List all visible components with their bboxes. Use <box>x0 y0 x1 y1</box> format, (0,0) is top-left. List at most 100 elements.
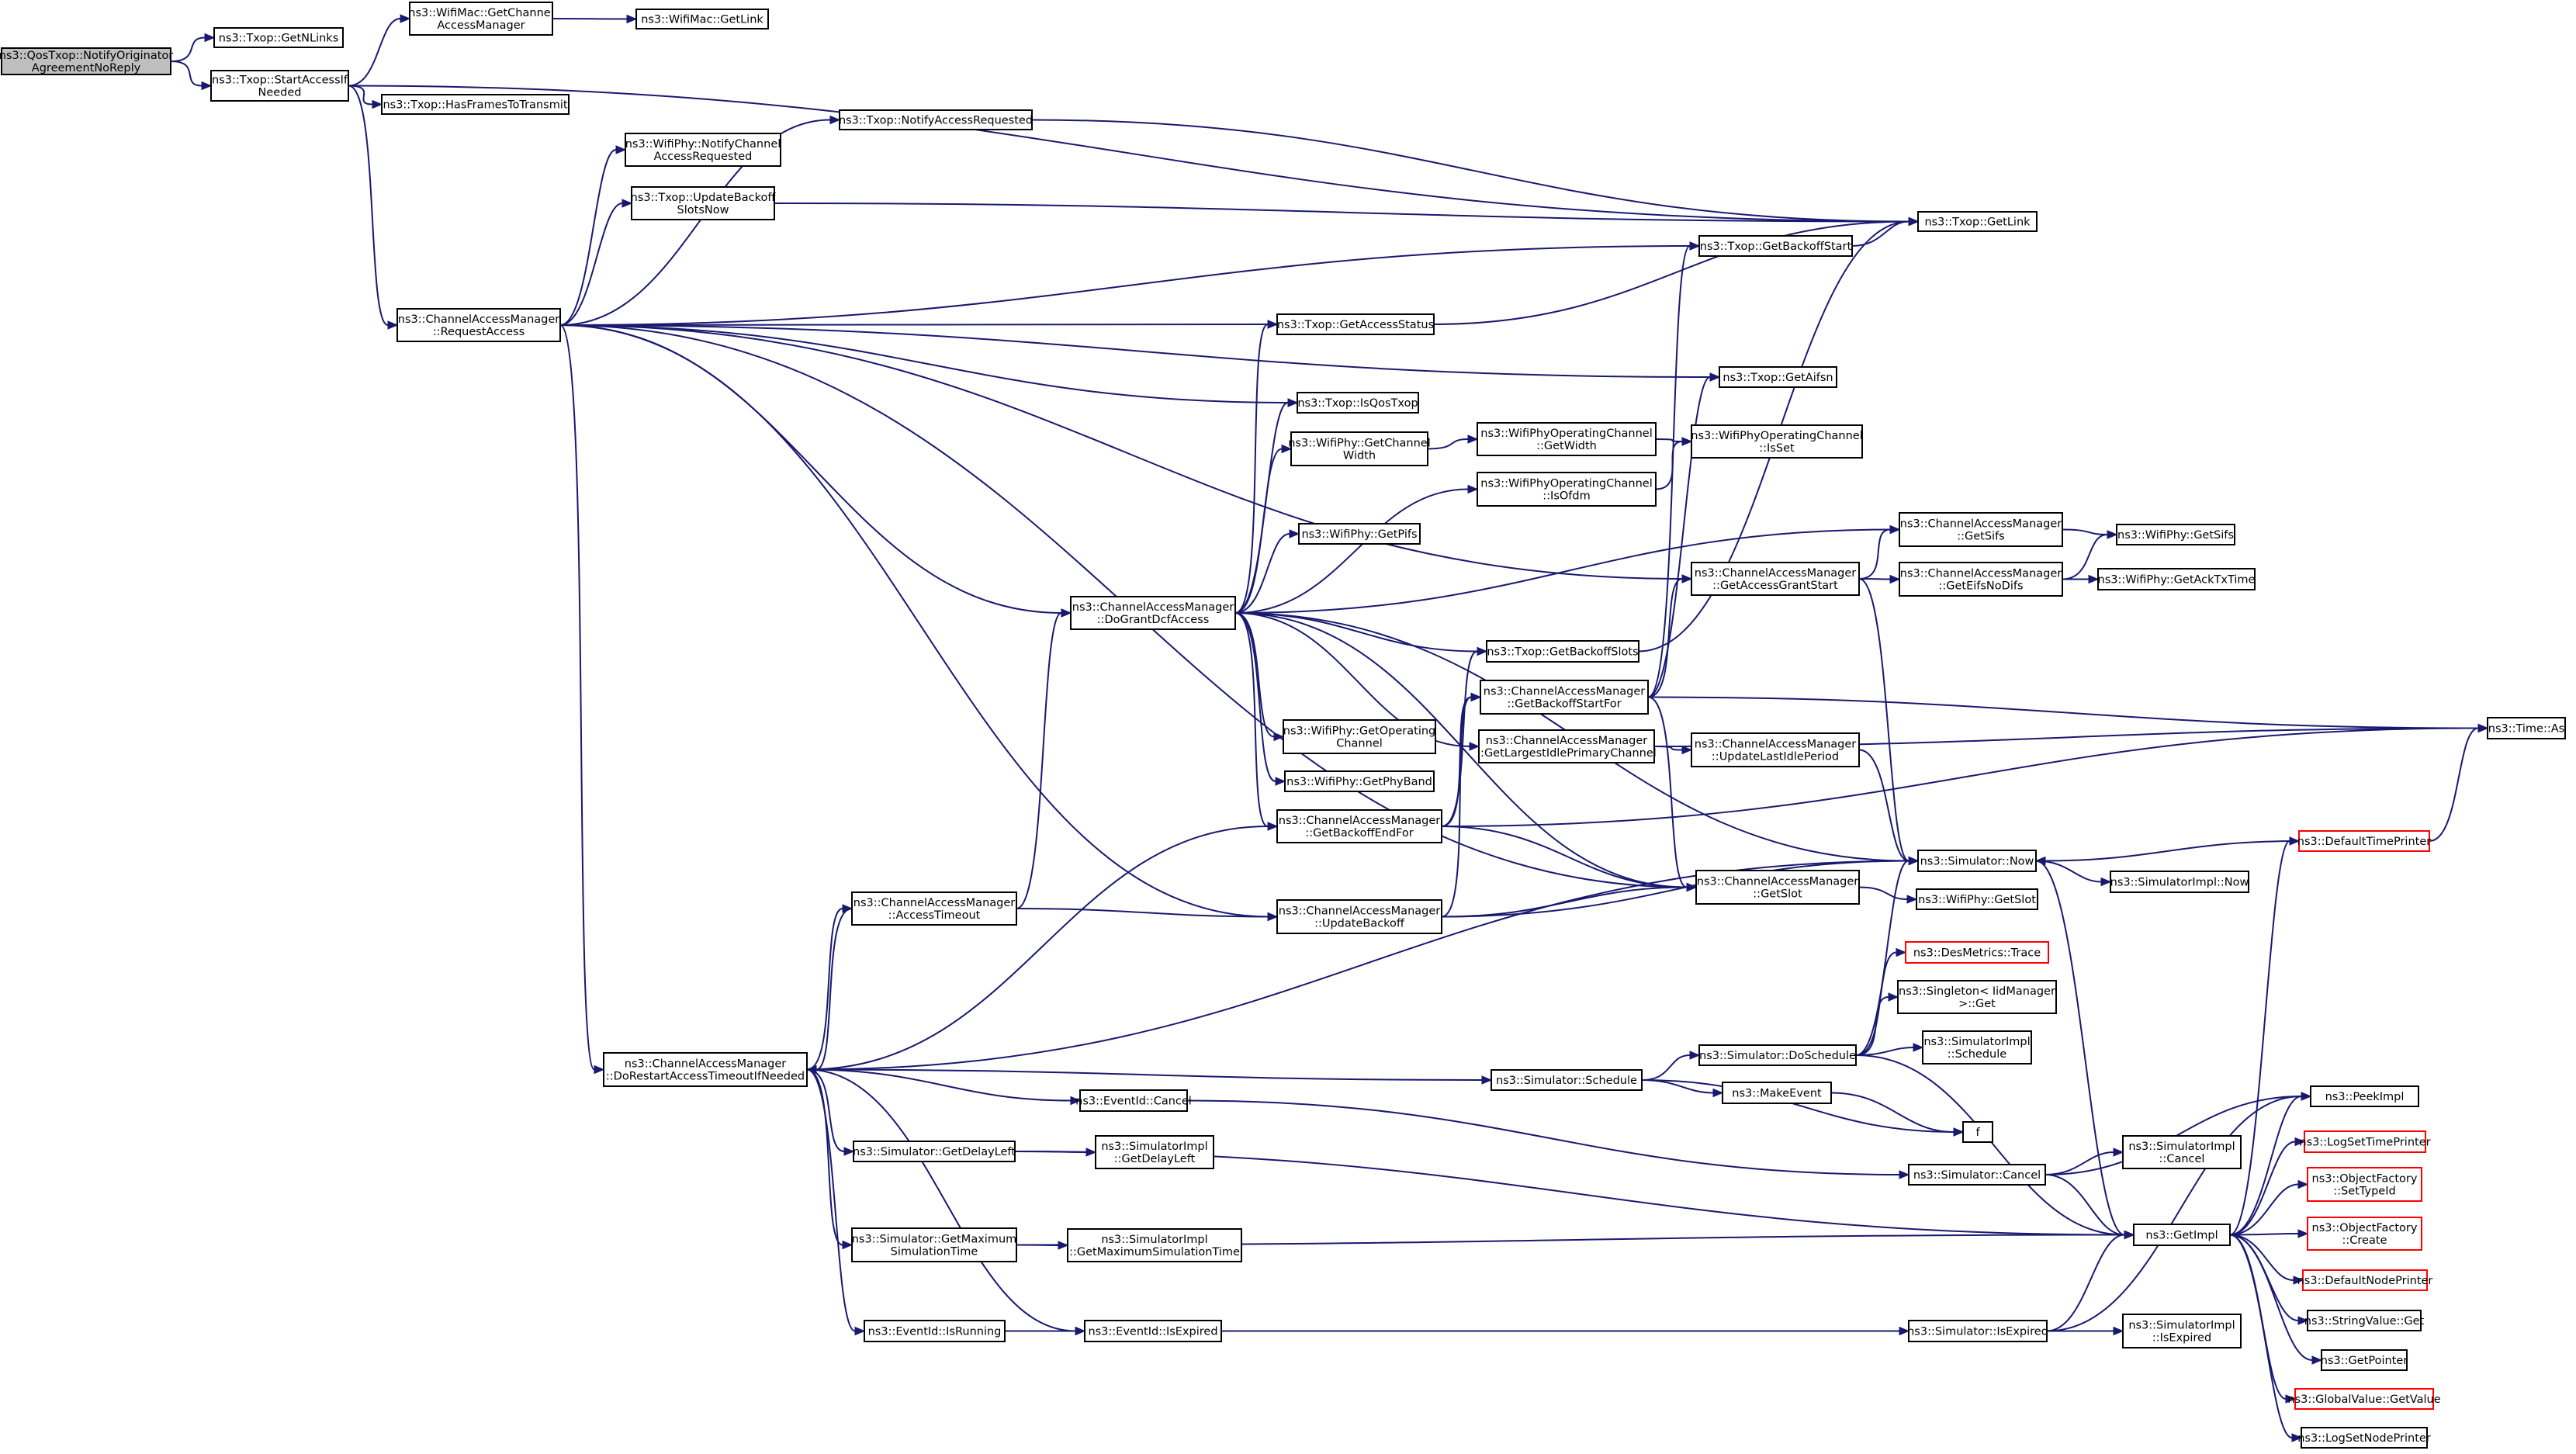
node-box <box>2110 871 2249 893</box>
node-cam-accesstimeout[interactable]: ns3::ChannelAccessManager::AccessTimeout <box>851 891 1017 926</box>
node-wifiphy-getpifs[interactable]: ns3::WifiPhy::GetPifs <box>1298 523 1421 545</box>
node-label: ns3::Txop::GetBackoffStart <box>1700 241 1852 253</box>
node-eventid-cancel[interactable]: ns3::EventId::Cancel <box>1075 1089 1192 1112</box>
node-txop-hasframes[interactable]: ns3::Txop::HasFramesToTransmit <box>381 94 570 115</box>
node-simimpl-getdelayleft[interactable]: ns3::SimulatorImpl::GetDelayLeft <box>1095 1135 1214 1169</box>
node-cam-updatebackoff[interactable]: ns3::ChannelAccessManager::UpdateBackoff <box>1276 899 1442 934</box>
arrowhead <box>1267 822 1279 831</box>
node-box <box>2321 1349 2408 1371</box>
node-getpointer[interactable]: ns3::GetPointer <box>2321 1349 2408 1371</box>
node-txop-getbackoffstart[interactable]: ns3::Txop::GetBackoffStart <box>1698 235 1853 257</box>
arrowhead <box>594 1065 605 1075</box>
node-label: ns3::ChannelAccessManager <box>1279 905 1441 918</box>
node-sim-now[interactable]: ns3::Simulator::Now <box>1917 850 2037 872</box>
arrowhead <box>1709 372 1721 382</box>
node-desmetrics-trace[interactable]: ns3::DesMetrics::Trace <box>1905 941 2049 964</box>
node-label: ns3::Txop::StartAccessIf <box>212 74 348 87</box>
node-wifiphy-notifychan[interactable]: ns3::WifiPhy::NotifyChannelAccessRequest… <box>625 133 781 167</box>
node-logsetnodeprinter[interactable]: ns3::LogSetNodePrinter <box>2297 1427 2431 1449</box>
node-simimpl-getmaxsimtime[interactable]: ns3::SimulatorImpl::GetMaximumSimulation… <box>1067 1228 1242 1262</box>
node-box <box>603 1052 808 1087</box>
node-eventid-isexpired[interactable]: ns3::EventId::IsExpired <box>1084 1320 1222 1342</box>
edge-line <box>170 36 206 62</box>
arrowhead <box>1953 1127 1965 1137</box>
node-sim-getdelayleft[interactable]: ns3::Simulator::GetDelayLeft <box>853 1141 1016 1162</box>
node-objfactory-settypeid[interactable]: ns3::ObjectFactory::SetTypeId <box>2307 1167 2422 1202</box>
node-sim-isexpired[interactable]: ns3::Simulator::IsExpired <box>1907 1320 2048 1342</box>
node-label: ns3::ChannelAccessManager <box>1695 567 1857 580</box>
node-label: ::Create <box>2342 1234 2387 1247</box>
node-cam-getbackoffstartfor[interactable]: ns3::ChannelAccessManager::GetBackoffSta… <box>1480 680 1649 715</box>
node-cam-requestaccess[interactable]: ns3::ChannelAccessManager::RequestAccess <box>396 308 561 342</box>
node-box <box>1691 424 1863 459</box>
node-sim-getmaxsimtime[interactable]: ns3::Simulator::GetMaximumSimulationTime <box>851 1227 1017 1262</box>
edge-line <box>1858 749 1909 862</box>
node-wpoc-getwidth[interactable]: ns3::WifiPhyOperatingChannel::GetWidth <box>1477 422 1657 456</box>
node-txop-notifyaccess[interactable]: ns3::Txop::NotifyAccessRequested <box>839 109 1033 130</box>
node-wifiphy-getslot[interactable]: ns3::WifiPhy::GetSlot <box>1916 888 2038 910</box>
edge-txop-startaccess-to-cam-requestaccess <box>348 85 399 330</box>
node-txop-getlink[interactable]: ns3::Txop::GetLink <box>1917 211 2038 232</box>
node-sim-doschedule[interactable]: ns3::Simulator::DoSchedule <box>1698 1044 1857 1066</box>
node-box <box>625 133 781 167</box>
node-txop-getaccessstatus[interactable]: ns3::Txop::GetAccessStatus <box>1276 313 1435 335</box>
node-objfactory-create[interactable]: ns3::ObjectFactory::Create <box>2307 1217 2422 1251</box>
node-f[interactable]: f <box>1962 1121 1993 1143</box>
node-txop-getnlinks[interactable]: ns3::Txop::GetNLinks <box>213 27 344 48</box>
edge-line <box>1234 612 1275 738</box>
node-simimpl-isexpired[interactable]: ns3::SimulatorImpl::IsExpired <box>2122 1314 2242 1348</box>
node-root[interactable]: ns3::QosTxop::NotifyOriginatorAgreementN… <box>0 47 173 75</box>
edge-eventid-cancel-to-sim-cancel <box>1186 1099 1910 1179</box>
node-getimpl[interactable]: ns3::GetImpl <box>2133 1224 2231 1246</box>
node-simimpl-schedule[interactable]: ns3::SimulatorImpl::Schedule <box>1922 1030 2032 1065</box>
node-cam-updatelastidle[interactable]: ns3::ChannelAccessManager::UpdateLastIdl… <box>1691 732 1860 767</box>
node-cam-getaccessgrantstart[interactable]: ns3::ChannelAccessManager::GetAccessGran… <box>1691 562 1860 596</box>
node-makeevent[interactable]: ns3::MakeEvent <box>1722 1082 1832 1104</box>
node-wifiphy-getacktxtime[interactable]: ns3::WifiPhy::GetAckTxTime <box>2097 568 2256 590</box>
node-box <box>2133 1224 2231 1246</box>
node-txop-isqostxop[interactable]: ns3::Txop::IsQosTxop <box>1297 392 1419 414</box>
node-txop-getaifsn[interactable]: ns3::Txop::GetAifsn <box>1719 366 1837 388</box>
edge-line <box>559 245 1691 326</box>
node-stringvalue-get[interactable]: ns3::StringValue::Get <box>2304 1310 2425 1331</box>
node-time-as[interactable]: ns3::Time::As <box>2487 717 2566 739</box>
node-peekimpl[interactable]: ns3::PeekImpl <box>2310 1085 2419 1107</box>
edge-cam-dorestart-to-sim-getmaxsimtime <box>806 1068 853 1250</box>
node-wifimac-getlink[interactable]: ns3::WifiMac::GetLink <box>635 9 769 29</box>
node-globalvalue-getvalue[interactable]: ns3::GlobalValue::GetValue <box>2287 1388 2441 1410</box>
node-txop-getbackoffslots[interactable]: ns3::Txop::GetBackoffSlots <box>1486 640 1639 663</box>
node-wifiphy-getphyband[interactable]: ns3::WifiPhy::GetPhyBand <box>1284 770 1435 792</box>
edge-line <box>1016 612 1062 909</box>
node-label: ns3::WifiPhy::GetPhyBand <box>1286 776 1432 788</box>
node-sim-schedule[interactable]: ns3::Simulator::Schedule <box>1491 1069 1643 1091</box>
edge-line <box>806 908 843 1071</box>
edge-line <box>1647 376 1711 698</box>
arrowhead <box>1889 574 1901 584</box>
node-label: ns3::SimulatorImpl <box>2128 1320 2235 1332</box>
node-simimpl-cancel[interactable]: ns3::SimulatorImpl::Cancel <box>2122 1135 2242 1169</box>
node-logsettimeprinter[interactable]: ns3::LogSetTimePrinter <box>2299 1130 2431 1153</box>
node-cam-getslot[interactable]: ns3::ChannelAccessManager::GetSlot <box>1695 870 1860 905</box>
node-cam-getsifs[interactable]: ns3::ChannelAccessManager::GetSifs <box>1899 512 2063 547</box>
arrowhead <box>829 115 841 125</box>
node-sim-cancel[interactable]: ns3::Simulator::Cancel <box>1908 1164 2046 1186</box>
node-wifiphy-getsifs[interactable]: ns3::WifiPhy::GetSifs <box>2116 524 2235 545</box>
node-wpoc-isset[interactable]: ns3::WifiPhyOperatingChannel::IsSet <box>1691 424 1863 459</box>
node-defaulttimeprinter[interactable]: ns3::DefaultTimePrinter <box>2297 830 2431 852</box>
node-defaultnodeprinter[interactable]: ns3::DefaultNodePrinter <box>2297 1269 2433 1291</box>
node-cam-dorestart[interactable]: ns3::ChannelAccessManager::DoRestartAcce… <box>603 1052 808 1087</box>
node-cam-getlargestidle[interactable]: ns3::ChannelAccessManager::GetLargestIdl… <box>1477 729 1657 763</box>
node-cam-dogrant[interactable]: ns3::ChannelAccessManager::DoGrantDcfAcc… <box>1070 596 1236 630</box>
node-eventid-isrunning[interactable]: ns3::EventId::IsRunning <box>864 1320 1006 1342</box>
node-cam-getbackoffendfor[interactable]: ns3::ChannelAccessManager::GetBackoffEnd… <box>1276 809 1442 843</box>
node-simimpl-now[interactable]: ns3::SimulatorImpl::Now <box>2110 871 2249 893</box>
node-cam-geteifsnodifs[interactable]: ns3::ChannelAccessManager::GetEifsNoDifs <box>1899 562 2063 597</box>
node-singleton-get[interactable]: ns3::Singleton< IidManager>::Get <box>1897 980 2057 1014</box>
node-wpoc-isofdm[interactable]: ns3::WifiPhyOperatingChannel::IsOfdm <box>1477 472 1657 507</box>
edge-sim-now-to-getimpl <box>2035 860 2135 1240</box>
